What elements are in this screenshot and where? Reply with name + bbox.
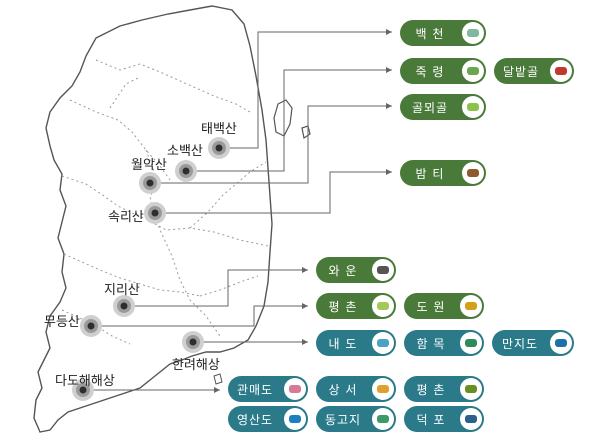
village-label: 동고지	[324, 412, 362, 427]
village-label: 영산도	[236, 412, 274, 427]
village-baekcheon[interactable]: 백 천	[400, 20, 486, 46]
southern-islet	[213, 373, 223, 385]
village-logo-icon	[284, 408, 306, 430]
marker-dadohae	[72, 379, 94, 401]
village-logo-icon	[462, 96, 484, 118]
village-bamti[interactable]: 밤 티	[400, 160, 486, 186]
village-golmoegol[interactable]: 골뫼골	[400, 94, 486, 120]
village-label: 와 운	[328, 263, 358, 278]
village-logo-icon	[460, 295, 482, 317]
village-gwanmaedo[interactable]: 관매도	[228, 376, 308, 402]
label-hallyeo: 한려해상	[172, 358, 220, 373]
village-label: 도 원	[416, 299, 446, 314]
connector-arrowheads	[214, 29, 392, 393]
label-dadohae: 다도해해상	[55, 374, 115, 389]
park-markers	[72, 137, 230, 401]
village-logo-icon	[372, 332, 394, 354]
village-pyeongchon-teal[interactable]: 평 촌	[404, 376, 484, 402]
marker-mudeung	[80, 315, 102, 337]
village-logo-icon	[550, 60, 572, 82]
village-logo-icon	[372, 408, 394, 430]
village-hammok[interactable]: 함 목	[404, 330, 484, 356]
connector-lines	[83, 31, 392, 391]
village-label: 골뫼골	[411, 100, 449, 115]
village-yeongsando[interactable]: 영산도	[228, 406, 308, 432]
village-naedo[interactable]: 내 도	[316, 330, 396, 356]
village-label: 죽 령	[415, 64, 445, 79]
ulleungdo-island	[273, 99, 293, 137]
marker-hallyeo	[182, 331, 204, 353]
village-label: 덕 포	[416, 412, 446, 427]
village-label: 관매도	[236, 382, 274, 397]
label-worak: 월악산	[131, 158, 167, 173]
village-logo-icon	[372, 378, 394, 400]
marker-worak	[139, 172, 161, 194]
village-logo-icon	[550, 332, 572, 354]
label-jiri: 지리산	[104, 283, 140, 298]
village-donggoji[interactable]: 동고지	[316, 406, 396, 432]
village-logo-icon	[460, 408, 482, 430]
label-taebaek: 태백산	[201, 122, 237, 137]
marker-taebaek	[208, 137, 230, 159]
village-label: 평 촌	[328, 299, 358, 314]
village-manjido[interactable]: 만지도	[492, 330, 574, 356]
peninsula-outline	[33, 5, 273, 433]
village-jungnyeong[interactable]: 죽 령	[400, 58, 486, 84]
village-logo-icon	[460, 332, 482, 354]
marker-jiri	[113, 295, 135, 317]
label-mudeung: 무등산	[44, 315, 80, 330]
label-sobaek: 소백산	[167, 144, 203, 159]
village-label: 상 서	[328, 382, 358, 397]
label-songni: 속리산	[108, 210, 144, 225]
village-logo-icon	[462, 22, 484, 44]
dokdo-island	[301, 125, 311, 139]
village-waun[interactable]: 와 운	[316, 257, 396, 283]
village-label: 내 도	[328, 336, 358, 351]
marker-sobaek	[175, 160, 197, 182]
village-logo-icon	[462, 162, 484, 184]
village-logo-icon	[284, 378, 306, 400]
village-label: 함 목	[416, 336, 446, 351]
village-label: 백 천	[415, 26, 445, 41]
village-pyeongchon-green[interactable]: 평 촌	[316, 293, 396, 319]
village-deokpo[interactable]: 덕 포	[404, 406, 484, 432]
village-label: 달밭골	[502, 64, 540, 79]
village-sangseo[interactable]: 상 서	[316, 376, 396, 402]
village-dalbatgol[interactable]: 달밭골	[494, 58, 574, 84]
village-logo-icon	[460, 378, 482, 400]
village-dowon[interactable]: 도 원	[404, 293, 484, 319]
village-logo-icon	[462, 60, 484, 82]
village-logo-icon	[372, 295, 394, 317]
province-borders	[61, 59, 269, 345]
marker-songni	[144, 202, 166, 224]
village-label: 밤 티	[415, 166, 445, 181]
village-label: 만지도	[501, 336, 539, 351]
village-label: 평 촌	[416, 382, 446, 397]
village-logo-icon	[372, 259, 394, 281]
